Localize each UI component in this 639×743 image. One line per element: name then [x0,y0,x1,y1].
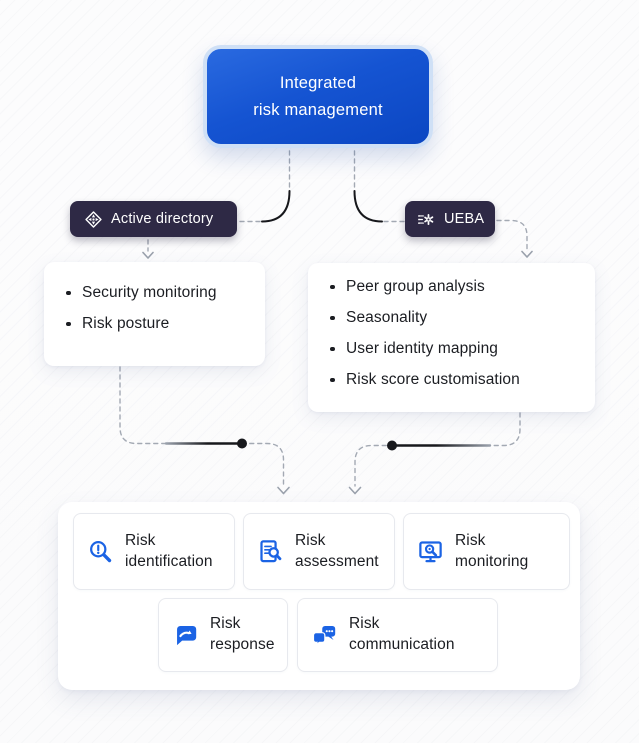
active-directory-feature-card: Security monitoring Risk posture [44,262,265,366]
chat-people-icon [312,625,336,646]
process-box-label: Risk assessment [295,531,379,570]
root-node-label-line1: Integrated [279,74,357,93]
process-box-label: Risk response [210,615,275,653]
process-box-risk-identification: Risk identification [73,513,235,590]
list-item: Seasonality [326,307,579,329]
magnifier-alert-icon [90,541,112,563]
badge-label: UEBA [444,211,485,227]
badge-active-directory: Active directory [70,201,237,237]
feature-list: Security monitoring Risk posture [62,282,249,335]
list-item: Security monitoring [62,282,249,304]
process-box-risk-monitoring: Risk monitoring [403,513,570,590]
process-box-label: Risk monitoring [455,531,529,570]
monitor-magnifier-icon [419,541,442,563]
list-item: Peer group analysis [326,276,579,298]
risk-process-card: Risk identification Risk assessment [58,502,580,690]
list-item: Risk score customisation [326,369,579,391]
process-box-label: Risk communication [349,615,455,653]
ueba-feature-card: Peer group analysis Seasonality User ide… [308,263,595,412]
process-box-label: Risk identification [125,531,213,570]
list-item: User identity mapping [326,338,579,360]
list-item: Risk posture [62,313,249,335]
document-magnifier-icon [260,540,282,563]
root-node-integrated-risk-management: Integrated risk management [203,45,433,148]
badge-ueba: UEBA [405,201,495,237]
badge-label: Active directory [111,211,214,227]
root-node-label-line2: risk management [253,100,383,119]
ueba-gear-circuit-icon [418,213,434,225]
process-box-risk-communication: Risk communication [297,598,498,672]
chat-arrow-icon [177,625,197,645]
feature-list: Peer group analysis Seasonality User ide… [326,276,579,391]
active-directory-icon [85,210,102,228]
process-box-risk-assessment: Risk assessment [243,513,395,590]
process-box-risk-response: Risk response [158,598,288,672]
